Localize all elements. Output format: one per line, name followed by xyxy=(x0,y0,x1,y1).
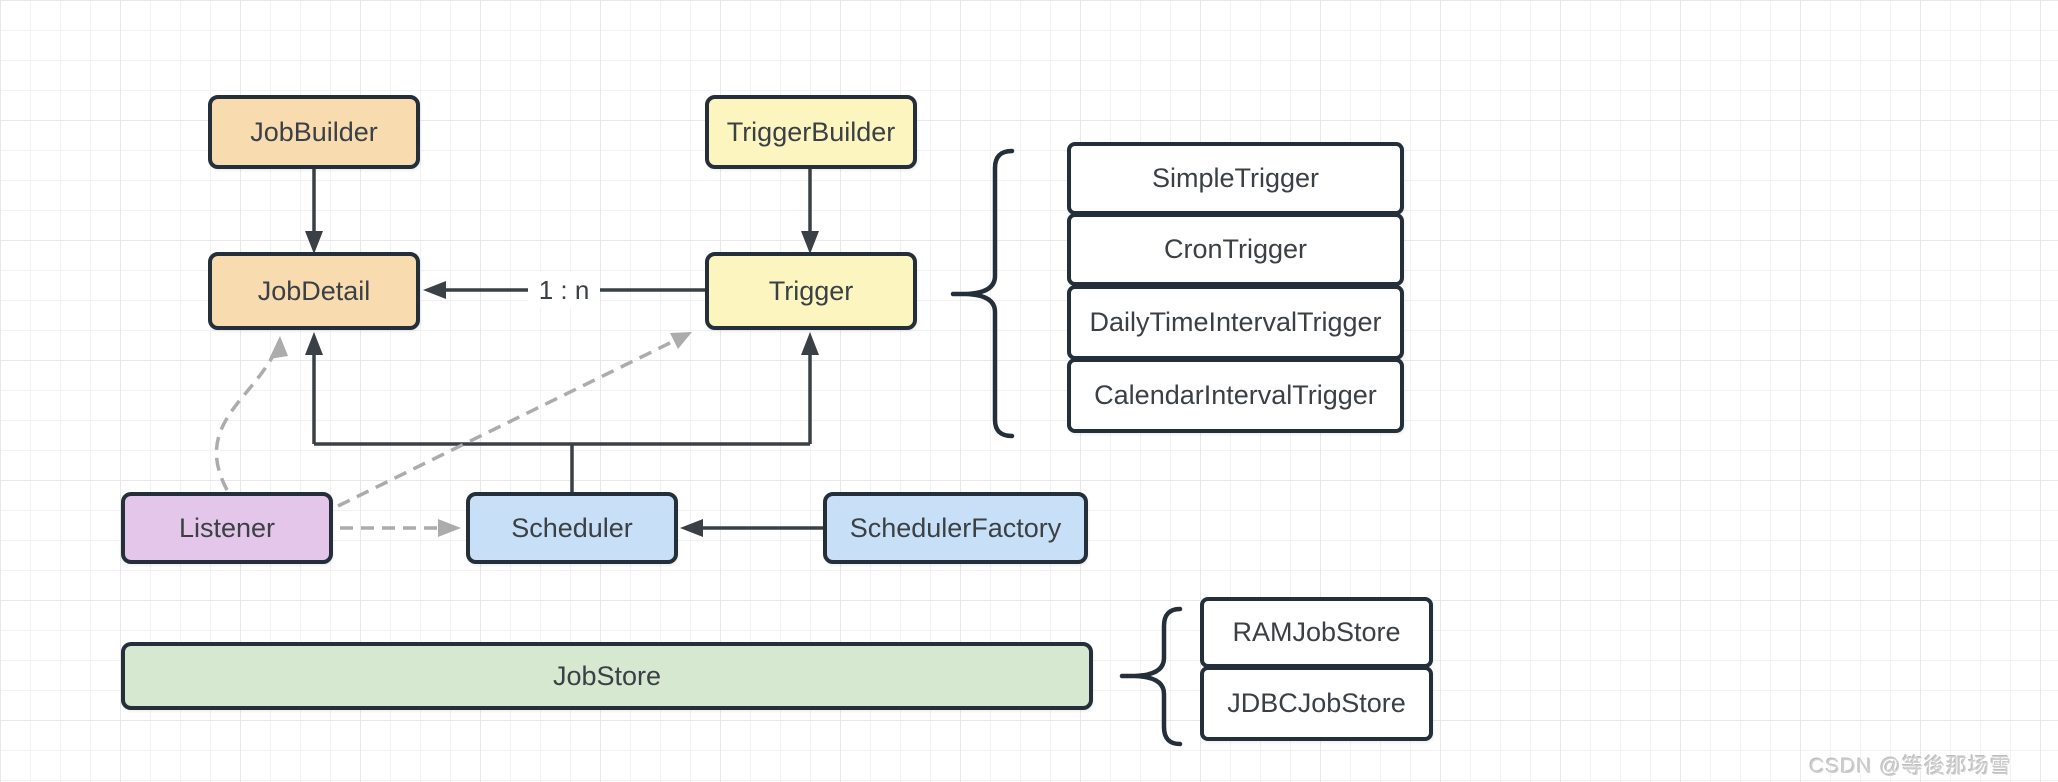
node-ram-job-store-label: RAMJobStore xyxy=(1232,617,1401,647)
arrowhead-up-jobdetail xyxy=(305,332,323,355)
node-job-store-label: JobStore xyxy=(552,660,662,691)
node-job-builder-label: JobBuilder xyxy=(250,116,378,147)
node-job-detail-label: JobDetail xyxy=(257,275,371,306)
solid-connectors xyxy=(312,169,823,530)
dashed-connectors xyxy=(214,337,679,530)
arrowhead-up-trigger xyxy=(801,332,819,355)
node-scheduler-factory: SchedulerFactory xyxy=(823,492,1088,564)
node-scheduler-factory-label: SchedulerFactory xyxy=(849,512,1062,543)
node-job-builder: JobBuilder xyxy=(208,95,420,169)
node-trigger-builder-label: TriggerBuilder xyxy=(726,116,896,147)
node-simple-trigger-label: SimpleTrigger xyxy=(1151,163,1320,193)
brace-trigger-types xyxy=(950,148,1015,439)
node-listener-label: Listener xyxy=(178,512,276,543)
arrowhead-up-jobdetail-dashed xyxy=(269,336,288,359)
edge-label-one-to-n: 1 : n xyxy=(528,272,600,308)
node-job-detail: JobDetail xyxy=(208,252,420,330)
node-scheduler: Scheduler xyxy=(466,492,678,564)
edge-listener-jobdetail xyxy=(214,347,279,491)
node-daily-time-interval-trigger: DailyTimeIntervalTrigger xyxy=(1067,285,1404,360)
node-calendar-interval-trigger-label: CalendarIntervalTrigger xyxy=(1094,380,1377,410)
arrowhead-diag-trigger xyxy=(670,332,692,349)
node-jdbc-job-store-label: JDBCJobStore xyxy=(1227,688,1406,718)
node-trigger: Trigger xyxy=(705,252,917,330)
node-daily-time-interval-trigger-label: DailyTimeIntervalTrigger xyxy=(1089,307,1382,337)
arrowhead-right-scheduler xyxy=(438,519,461,537)
arrowhead-left-jobdetail xyxy=(423,281,446,299)
node-calendar-interval-trigger: CalendarIntervalTrigger xyxy=(1067,358,1404,433)
node-scheduler-label: Scheduler xyxy=(511,512,633,543)
brace-jobstore-types xyxy=(1119,606,1183,747)
node-cron-trigger: CronTrigger xyxy=(1067,213,1404,286)
arrowhead-left-scheduler xyxy=(680,519,703,537)
watermark: CSDN @等後那场雪 xyxy=(1809,755,2012,778)
node-simple-trigger: SimpleTrigger xyxy=(1067,142,1404,215)
arrowhead-down-trigger xyxy=(801,231,819,254)
node-trigger-builder: TriggerBuilder xyxy=(705,95,917,169)
node-jdbc-job-store: JDBCJobStore xyxy=(1200,666,1433,741)
edge-scheduler-branches xyxy=(312,340,812,492)
node-trigger-label: Trigger xyxy=(768,275,854,306)
arrowhead-down-jobdetail xyxy=(305,231,323,254)
dashed-arrowheads xyxy=(269,332,692,537)
node-ram-job-store: RAMJobStore xyxy=(1200,597,1433,668)
braces xyxy=(950,148,1183,747)
node-job-store: JobStore xyxy=(121,642,1093,710)
node-cron-trigger-label: CronTrigger xyxy=(1163,234,1308,264)
solid-arrowheads xyxy=(305,231,819,537)
node-listener: Listener xyxy=(121,492,333,564)
edge-listener-trigger xyxy=(337,337,679,508)
